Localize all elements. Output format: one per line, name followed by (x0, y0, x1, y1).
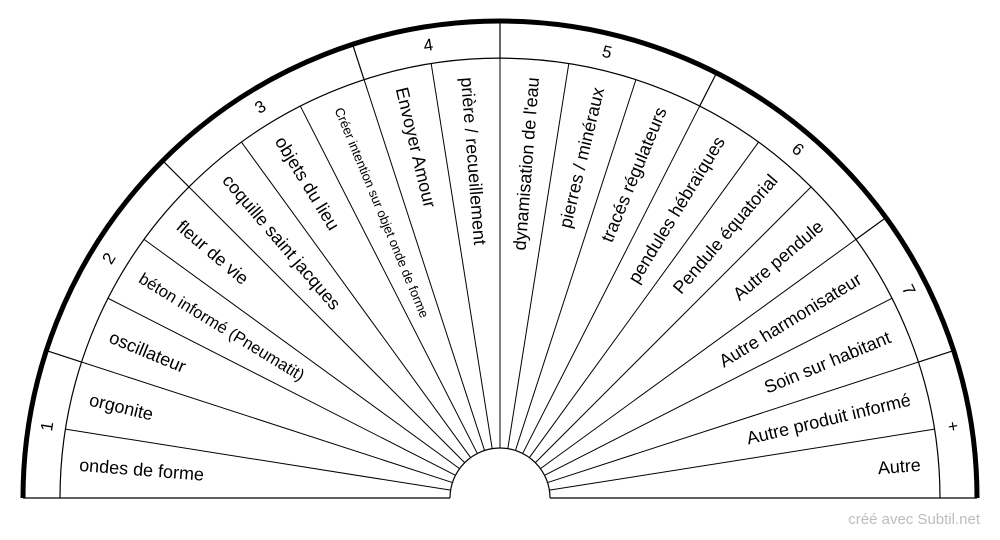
group-divider (918, 350, 954, 363)
segment-divider (188, 186, 465, 463)
group-divider (162, 160, 190, 188)
group-label: 6 (788, 139, 808, 160)
segment-divider (528, 141, 760, 458)
segment-divider (363, 79, 486, 451)
segment-label: prière / recueillement (457, 77, 490, 246)
segment-label: dynamisation de l'eau (510, 77, 544, 252)
group-label: 4 (422, 35, 434, 55)
segment-label: pierres / minéraux (555, 85, 608, 230)
segment-label: orgonite (87, 390, 155, 425)
group-divider (352, 44, 365, 80)
segment-label: objets du lieu (271, 133, 343, 234)
segment-divider (507, 63, 570, 449)
segment-label: oscillateur (106, 327, 189, 376)
credit-text: créé avec Subtil.net (848, 511, 980, 528)
segment-divider (535, 186, 812, 463)
segment-label: coquille saint jacques (218, 171, 344, 314)
group-label: 7 (898, 281, 919, 298)
group-label: 2 (98, 249, 119, 267)
segment-divider (299, 105, 478, 454)
segment-divider (549, 428, 935, 491)
group-divider (855, 217, 887, 240)
segment-label: ondes de forme (79, 455, 205, 485)
segment-divider (430, 63, 493, 449)
segment-divider (240, 141, 472, 458)
segment-divider (107, 297, 456, 476)
segment-divider (143, 238, 460, 470)
segment-divider (65, 428, 451, 491)
group-divider (46, 350, 82, 363)
segment-divider (544, 297, 893, 476)
group-label: + (943, 420, 963, 433)
segment-divider (81, 361, 453, 484)
group-label: 1 (37, 420, 57, 432)
segment-label: Autre (877, 455, 921, 478)
group-label: 5 (600, 42, 614, 63)
segment-label: fleur de vie (173, 216, 253, 288)
segment-label: Autre pendule (729, 216, 827, 304)
segment-divider (547, 361, 919, 484)
segment-label: Envoyer Amour (392, 85, 440, 209)
segment-label: Soin sur habitant (761, 327, 893, 397)
segment-divider (540, 238, 857, 470)
segment-label: Autre produit informé (745, 390, 913, 449)
chart-lines (20, 18, 980, 499)
group-divider (699, 72, 718, 107)
group-label: 3 (251, 96, 269, 117)
segment-divider (522, 105, 701, 454)
center-hub-arc (449, 447, 551, 499)
segment-divider (514, 79, 637, 451)
